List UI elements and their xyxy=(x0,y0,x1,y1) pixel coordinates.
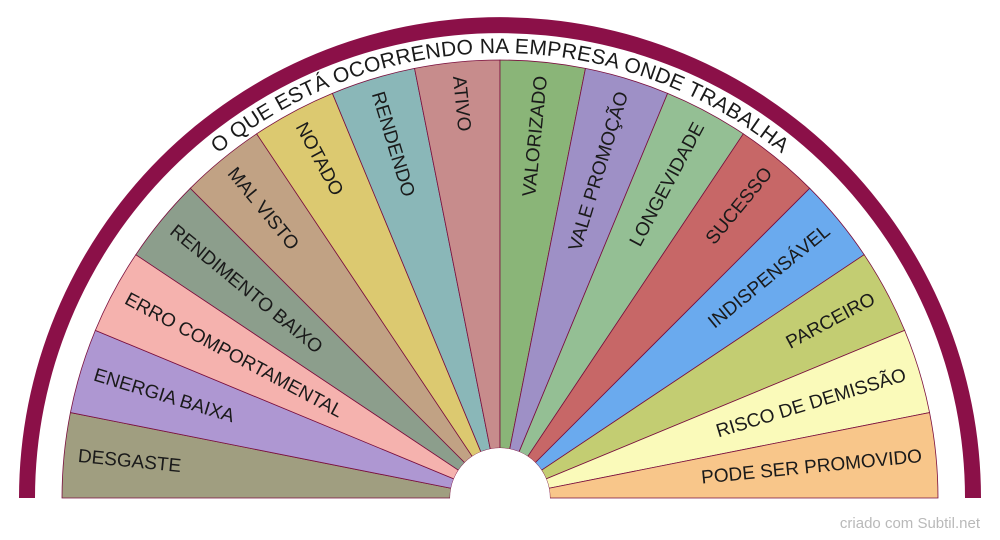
credit-text: criado com Subtil.net xyxy=(839,515,980,532)
center-hub xyxy=(450,448,550,540)
segments-group xyxy=(61,59,939,499)
